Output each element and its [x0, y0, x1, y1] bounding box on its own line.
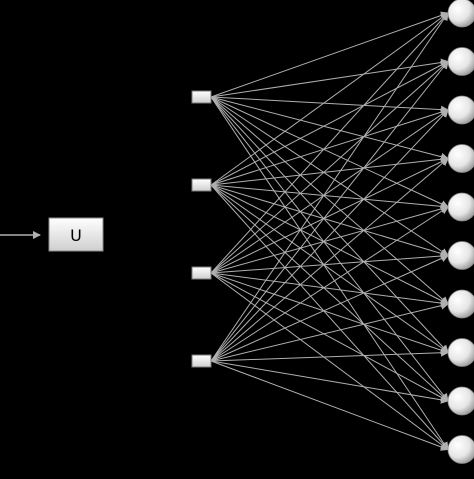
edge-h2-o5	[210, 184, 449, 211]
edge-h2-o1	[210, 12, 449, 186]
output-node-9	[447, 386, 474, 416]
edge-h2-o2	[210, 61, 449, 186]
output-node-8	[447, 338, 474, 367]
edge-h3-o4	[210, 157, 449, 274]
edge-h1-o9	[210, 96, 449, 402]
output-node-7	[447, 289, 474, 319]
output-node-6	[447, 241, 474, 270]
edge-h1-o6	[210, 96, 449, 257]
edge-h1-o1	[210, 11, 449, 98]
hidden-node-2	[191, 178, 212, 192]
edge-h4-o2	[210, 60, 449, 362]
edge-h4-o6	[210, 254, 449, 362]
edge-h2-o7	[210, 184, 449, 305]
edge-h1-o3	[210, 96, 449, 114]
edge-h3-o7	[210, 272, 449, 308]
edge-h4-o3	[210, 109, 449, 362]
output-node-4	[447, 144, 474, 173]
edge-h2-o6	[210, 184, 449, 258]
edge-h4-o8	[210, 348, 449, 362]
output-layer	[447, 0, 474, 464]
input-box: U	[48, 217, 104, 252]
edge-h3-o5	[210, 205, 449, 274]
hidden-node-3	[191, 266, 212, 280]
edge-h1-o8	[210, 96, 449, 354]
edge-h4-o9	[210, 360, 449, 404]
hidden-node-4	[191, 354, 212, 368]
edge-h4-o1	[210, 12, 449, 362]
edge-h2-o8	[210, 184, 449, 354]
edge-h1-o5	[210, 96, 449, 208]
output-node-10	[447, 435, 474, 464]
edge-h4-o7	[210, 301, 449, 362]
input-box-label: U	[70, 226, 82, 245]
edge-h2-o3	[210, 108, 449, 186]
edge-h1-o7	[210, 96, 449, 305]
output-node-5	[447, 192, 474, 222]
edge-h3-o1	[210, 12, 449, 274]
output-node-1	[447, 0, 474, 28]
edge-h4-o5	[210, 206, 449, 362]
connection-edges	[210, 11, 449, 451]
edge-h2-o4	[210, 155, 449, 186]
edge-h3-o3	[210, 109, 449, 274]
hidden-layer	[191, 90, 212, 368]
edge-h3-o9	[210, 272, 449, 402]
input-box-rect	[48, 217, 104, 252]
edge-h1-o2	[210, 58, 449, 98]
edge-h4-o10	[210, 360, 449, 451]
output-node-2	[447, 47, 474, 76]
edge-h3-o2	[210, 60, 449, 274]
output-node-3	[447, 95, 474, 125]
edge-h1-o4	[210, 96, 449, 161]
edge-h2-o9	[210, 184, 449, 402]
edge-h3-o8	[210, 272, 449, 355]
edge-h4-o4	[210, 157, 449, 362]
edge-h3-o6	[210, 252, 449, 274]
hidden-node-1	[191, 90, 212, 104]
